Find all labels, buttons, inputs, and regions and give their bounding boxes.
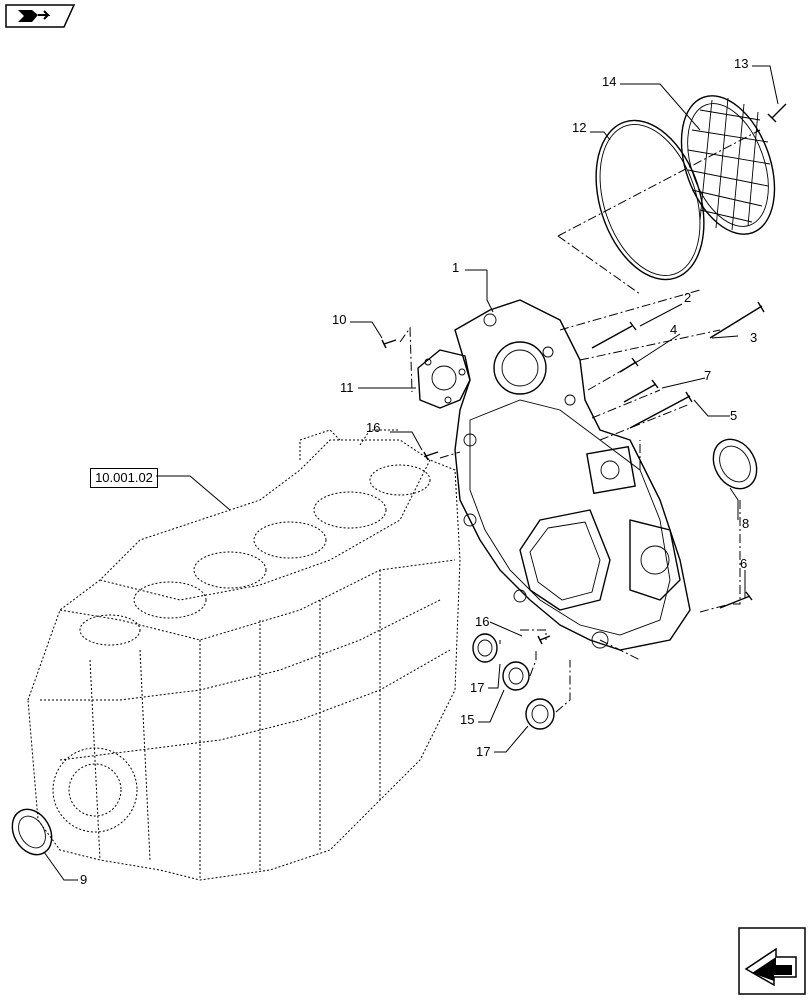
- bolt-part-3: [709, 301, 765, 339]
- bolt-part-2: [591, 321, 637, 349]
- bolt-part-5: [629, 391, 693, 429]
- callout-3: 3: [750, 330, 757, 345]
- plug-part-15: [502, 661, 530, 691]
- reference-box[interactable]: 10.001.02: [90, 468, 158, 488]
- next-page-arrow-icon[interactable]: [738, 927, 806, 995]
- callout-6: 6: [740, 556, 747, 571]
- callout-13: 13: [734, 56, 748, 71]
- callout-1: 1: [452, 260, 459, 275]
- callout-2: 2: [684, 290, 691, 305]
- callout-14: 14: [602, 74, 616, 89]
- engine-block-ghost: [27, 429, 461, 881]
- bolt-part-10: [381, 339, 397, 349]
- callout-labels: 1 2 3 4 5 6 7 8 9 10 11 12 13 14 15 16 1…: [80, 56, 757, 887]
- callout-5: 5: [730, 408, 737, 423]
- seal-ring-part-9: [11, 808, 53, 856]
- callout-11: 11: [340, 380, 354, 395]
- callout-17-upper: 17: [470, 680, 484, 695]
- bolt-part-13: [767, 103, 787, 123]
- o-ring-part-12: [595, 119, 705, 281]
- callout-7: 7: [704, 368, 711, 383]
- book-arrow-icon[interactable]: [4, 3, 76, 29]
- seal-ring-part-8: [712, 438, 758, 490]
- plug-part-17-upper: [472, 633, 498, 663]
- callout-15: 15: [460, 712, 474, 727]
- callout-4: 4: [670, 322, 677, 337]
- timing-cover: [454, 299, 691, 651]
- callout-17-lower: 17: [476, 744, 490, 759]
- leader-lines: [43, 65, 779, 881]
- bolt-part-16-lower: [537, 635, 551, 645]
- callout-16-lower: 16: [475, 614, 489, 629]
- callout-12: 12: [572, 120, 586, 135]
- bolt-part-16-upper: [423, 451, 439, 461]
- callout-8: 8: [742, 516, 749, 531]
- callout-10: 10: [332, 312, 346, 327]
- callout-9: 9: [80, 872, 87, 887]
- callout-16-upper: 16: [366, 420, 380, 435]
- plug-part-17-lower: [525, 698, 555, 730]
- bolt-part-7: [623, 379, 659, 403]
- cover-plate-part-14: [680, 95, 776, 235]
- flange-part-11: [417, 349, 471, 409]
